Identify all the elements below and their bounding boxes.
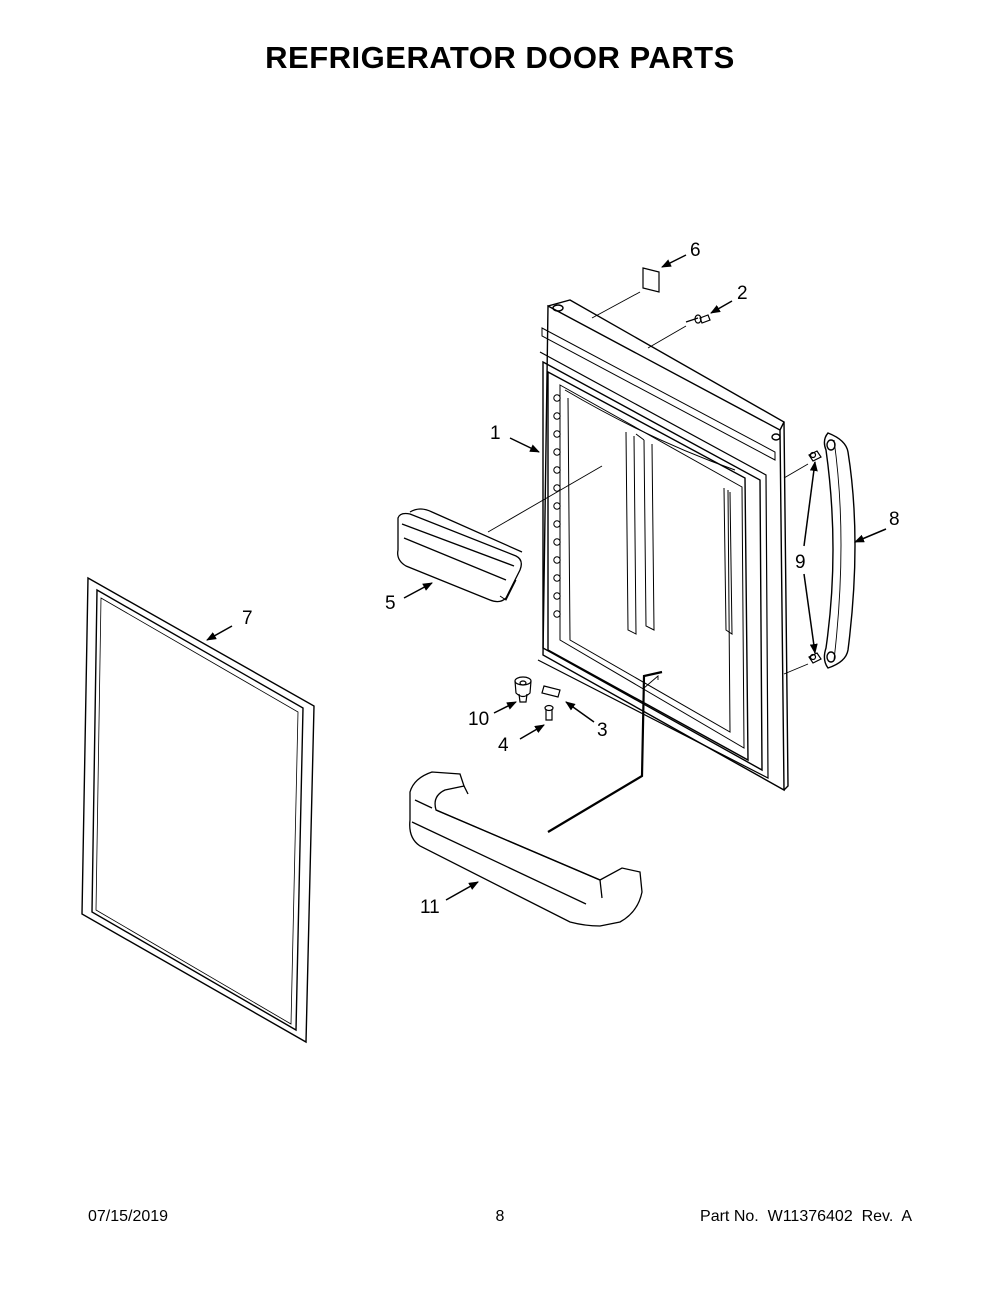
footer-page-number: 8 <box>495 1208 505 1225</box>
footer-part-number: Part No. W11376402 Rev. A <box>700 1208 912 1225</box>
callout-11: 11 <box>420 897 440 918</box>
hinge-bushing <box>514 676 532 703</box>
page-title: REFRIGERATOR DOOR PARTS <box>265 40 735 75</box>
handle-screws <box>808 450 822 664</box>
callout-4: 4 <box>498 735 509 756</box>
callout-6: 6 <box>690 240 701 261</box>
assembly-lines <box>487 291 809 833</box>
callout-9: 9 <box>795 552 806 573</box>
door-handle <box>823 432 856 669</box>
door-assembly <box>537 299 789 792</box>
door-bin-large <box>409 771 643 927</box>
leader-arrows <box>206 254 887 901</box>
callout-2: 2 <box>737 283 748 304</box>
door-bin-small <box>397 508 523 603</box>
label-part <box>642 267 660 293</box>
callout-10: 10 <box>468 709 489 730</box>
callout-8: 8 <box>889 509 900 530</box>
hinge-bracket <box>541 685 561 698</box>
footer-date: 07/15/2019 <box>88 1208 169 1225</box>
hinge-pin <box>685 314 711 324</box>
callout-3: 3 <box>597 720 608 741</box>
callout-7: 7 <box>242 608 253 629</box>
callout-1: 1 <box>490 423 501 444</box>
door-gasket <box>81 576 315 1044</box>
callout-5: 5 <box>385 593 396 614</box>
bracket-screw <box>544 704 554 721</box>
